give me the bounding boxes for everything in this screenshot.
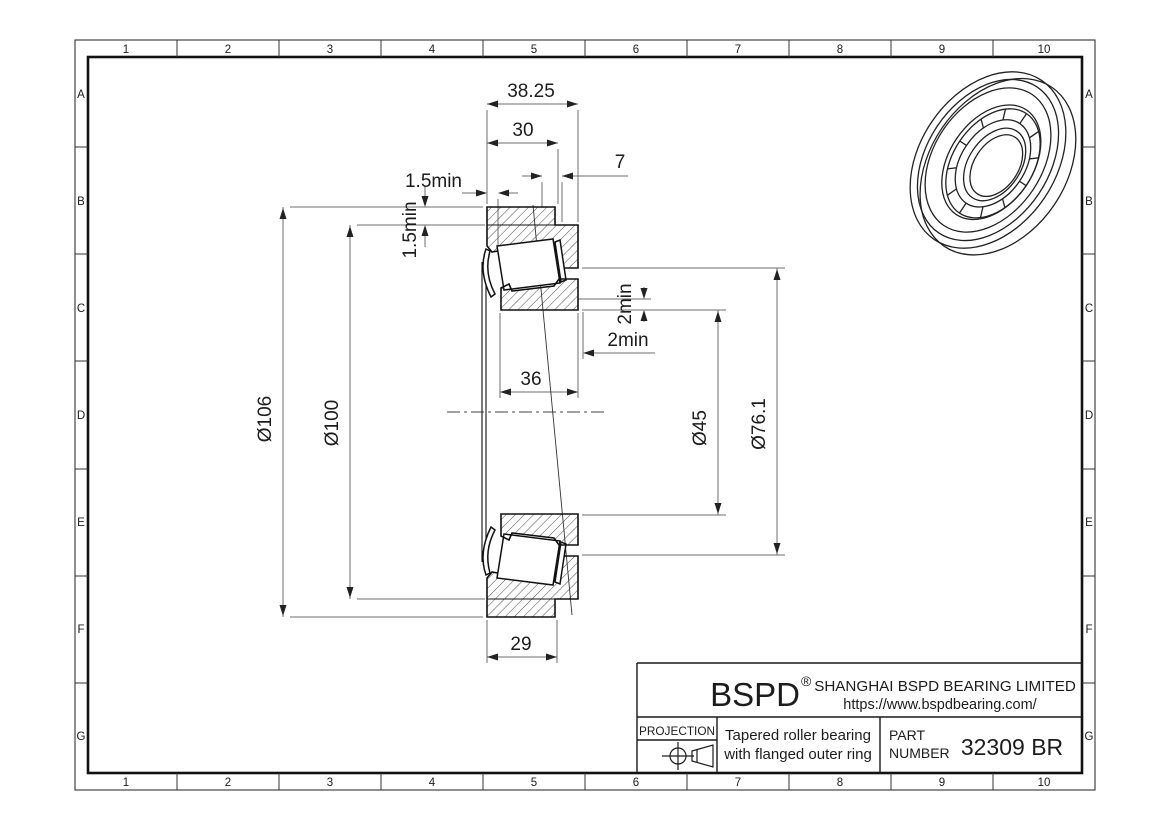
outer-ring-section-bottom (486, 555, 579, 618)
cage-hook-bottom-left (482, 525, 496, 577)
part-description-line2: with flanged outer ring (723, 746, 872, 763)
grid-col-label: 10 (1038, 777, 1051, 789)
grid-col-label: 9 (939, 777, 945, 789)
grid-row-label: A (1085, 89, 1093, 101)
grid-col-label: 6 (633, 44, 639, 56)
part-number-label-line2: NUMBER (889, 745, 950, 761)
bearing-cross-section (447, 204, 608, 618)
grid-col-label: 7 (735, 777, 741, 789)
grid-row-label: C (77, 303, 85, 315)
dim-cup-race-diameter: Ø76.1 (749, 398, 770, 450)
grid-row-label: B (77, 196, 85, 208)
grid-col-label: 4 (429, 777, 436, 789)
dim-lip-min-v: 1.5min (400, 201, 421, 258)
outer-ring-section-top (486, 206, 579, 269)
title-block: BSPD ® SHANGHAI BSPD BEARING LIMITED htt… (636, 662, 1082, 773)
bearing-3d-view (909, 71, 1077, 256)
registered-mark: ® (801, 673, 812, 689)
dim-backing-min-v: 2min (615, 283, 636, 324)
dimension-lines: 38.25 30 7 1.5min 1.5min 2min 2min 36 29… (255, 81, 785, 663)
dim-flange-diameter: Ø106 (255, 396, 276, 442)
dim-outer-ring-width: 30 (512, 120, 533, 141)
grid-row-label: C (1085, 303, 1093, 315)
dim-inner-ring-width: 36 (520, 369, 541, 390)
grid-col-label: 1 (123, 777, 129, 789)
grid-row-label: E (1085, 517, 1093, 529)
grid-row-label: G (77, 731, 86, 743)
inner-ring-section-top (500, 278, 579, 311)
grid-col-label: 7 (735, 44, 741, 56)
part-number-value: 32309 BR (961, 734, 1063, 760)
projection-label: PROJECTION (639, 724, 715, 738)
company-website[interactable]: https://www.bspdbearing.com/ (843, 697, 1037, 713)
grid-row-label: G (1085, 731, 1094, 743)
grid-row-label: D (1085, 410, 1093, 422)
dim-backing-min-h: 2min (607, 330, 648, 351)
grid-col-label: 10 (1038, 44, 1051, 56)
grid-col-label: 8 (837, 44, 843, 56)
grid-row-label: B (1085, 196, 1093, 208)
grid-col-label: 5 (531, 44, 537, 56)
grid-row-label: D (77, 410, 85, 422)
grid-col-label: 4 (429, 44, 436, 56)
grid-col-label: 2 (225, 44, 231, 56)
part-description-line1: Tapered roller bearing (725, 727, 871, 744)
grid-row-label: A (77, 89, 85, 101)
inner-ring-section-bottom (500, 513, 579, 546)
grid-col-label: 8 (837, 777, 843, 789)
grid-col-label: 2 (225, 777, 231, 789)
grid-col-label: 9 (939, 44, 945, 56)
sheet-frame: 1 2 3 4 5 6 7 8 9 10 1 2 3 4 5 6 7 8 9 1… (74, 39, 1096, 791)
grid-col-label: 3 (327, 777, 333, 789)
first-angle-projection-icon (662, 742, 714, 770)
roller-cage-lines (946, 108, 1040, 218)
grid-col-label: 1 (123, 44, 129, 56)
part-number-label-line1: PART (889, 727, 925, 743)
dim-overall-width: 38.25 (507, 81, 555, 102)
dim-flange-offset: 7 (615, 152, 626, 173)
dim-flange-face-width: 29 (510, 634, 531, 655)
roller-bottom (496, 533, 561, 586)
grid-row-label: F (1085, 624, 1092, 636)
dim-lip-min-h: 1.5min (405, 171, 462, 192)
company-name: SHANGHAI BSPD BEARING LIMITED (814, 678, 1076, 695)
grid-col-label: 5 (531, 777, 537, 789)
roller-top (496, 238, 561, 291)
grid-row-label: F (77, 624, 84, 636)
grid-row-label: E (77, 517, 85, 529)
dim-outer-diameter: Ø100 (322, 400, 343, 446)
company-logo: BSPD (710, 676, 800, 713)
cage-hook-top-left (482, 247, 496, 299)
grid-col-label: 3 (327, 44, 333, 56)
grid-col-label: 6 (633, 777, 639, 789)
dim-bore-diameter: Ø45 (690, 410, 711, 446)
